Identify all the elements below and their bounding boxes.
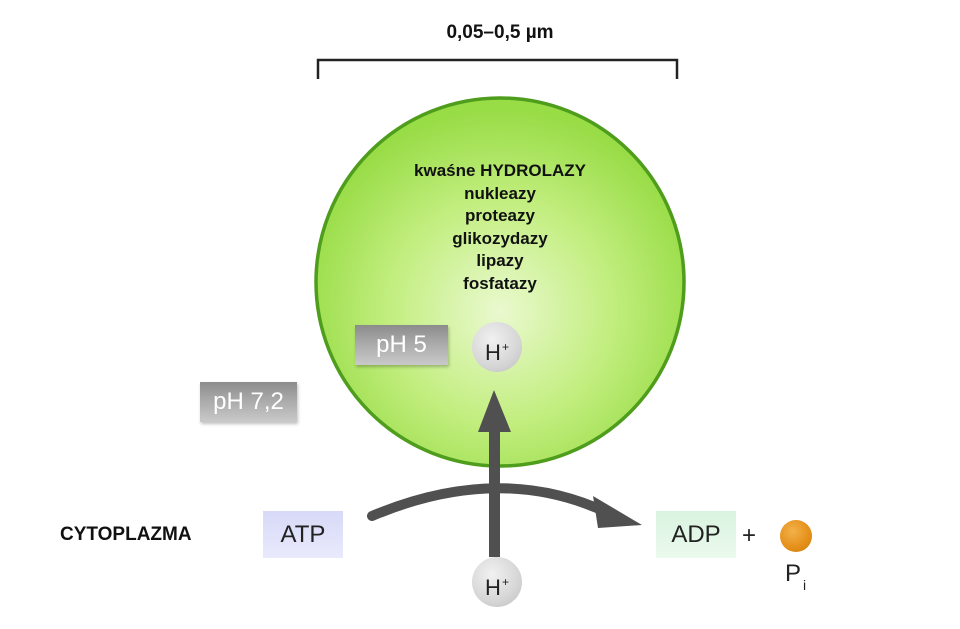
atp-box: ATP — [263, 511, 343, 558]
enzyme-item: glikozydazy — [452, 228, 548, 248]
ph-outside-label: pH 7,2 — [200, 382, 297, 422]
phosphate-subscript: i — [803, 577, 807, 593]
proton-charge: + — [501, 575, 509, 589]
phosphate-symbol: P — [785, 560, 802, 587]
phosphate-dot — [780, 520, 812, 552]
proton-pump-arrowhead — [478, 390, 511, 432]
size-label: 0,05–0,5 µm — [446, 22, 554, 43]
ph-inside-label: pH 5 — [355, 325, 448, 365]
enzyme-item: nukleazy — [464, 183, 536, 203]
atp-to-adp-arrowhead — [593, 496, 642, 528]
proton-charge: + — [501, 340, 509, 354]
size-bracket — [316, 58, 679, 79]
enzyme-list: kwaśne HYDROLAZY nukleazy proteazy gliko… — [340, 160, 660, 295]
proton-symbol: H — [485, 575, 501, 600]
cytoplasm-label: CYTOPLAZMA — [60, 524, 192, 545]
plus-sign: + — [742, 522, 757, 549]
proton-inside: H+ — [472, 322, 522, 372]
enzyme-item: proteazy — [465, 206, 535, 225]
proton-symbol: H — [485, 340, 501, 365]
adp-box: ADP — [656, 511, 736, 558]
proton-outside: H+ — [472, 557, 522, 607]
enzyme-heading: kwaśne HYDROLAZY — [414, 161, 586, 180]
enzyme-item: fosfatazy — [463, 273, 537, 293]
proton-pump-shaft — [489, 424, 500, 557]
enzyme-item: lipazy — [476, 251, 524, 270]
